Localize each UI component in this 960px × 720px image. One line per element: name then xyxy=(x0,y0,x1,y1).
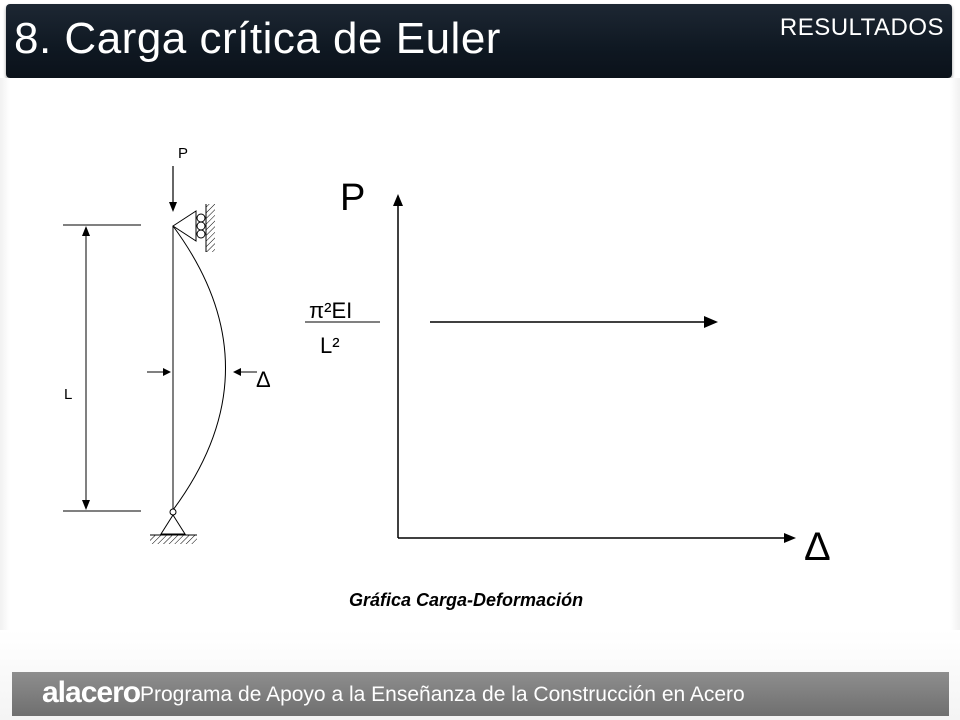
title-bar: 8. Carga crítica de Euler RESULTADOS xyxy=(6,4,952,78)
slide-body xyxy=(0,78,960,638)
dimension-arrow-down xyxy=(82,500,90,510)
graph-caption: Gráfica Carga-Deformación xyxy=(349,590,583,610)
roller-icon xyxy=(196,229,206,239)
footer-bar: alacero Programa de Apoyo a la Enseñanza… xyxy=(12,672,949,716)
load-arrow-head xyxy=(169,202,177,212)
load-label: P xyxy=(178,145,188,162)
y-axis-arrowhead xyxy=(393,194,403,206)
column-diagram: P L Δ xyxy=(63,145,271,544)
load-deformation-graph: P Δ π²EI L² Gráfica Carga-Deformación xyxy=(305,177,831,610)
critical-load-numerator: π²EI xyxy=(309,298,352,323)
brand-logo: alacero xyxy=(42,676,141,709)
bottom-pin-support xyxy=(160,514,186,535)
roller-icon xyxy=(196,221,206,231)
deflection-arrowhead-right xyxy=(233,368,241,376)
page-title: 8. Carga crítica de Euler xyxy=(14,14,501,63)
x-axis-arrowhead xyxy=(784,533,796,543)
dimension-arrow-up xyxy=(82,226,90,236)
deflection-arrowhead-left xyxy=(163,368,171,376)
critical-load-denominator: L² xyxy=(320,333,340,358)
section-label: RESULTADOS xyxy=(779,14,944,41)
y-axis-label: P xyxy=(340,177,365,219)
length-label: L xyxy=(64,386,72,403)
x-axis-label: Δ xyxy=(804,525,831,569)
ground-hatch xyxy=(150,535,197,544)
critical-load-arrowhead xyxy=(704,316,718,328)
buckled-shape xyxy=(172,225,226,511)
top-pin-support xyxy=(172,210,197,242)
roller-icon xyxy=(196,213,206,223)
footer-tagline: Programa de Apoyo a la Enseñanza de la C… xyxy=(140,683,745,706)
top-wall-hatch xyxy=(206,204,215,252)
deflection-label: Δ xyxy=(256,367,271,392)
